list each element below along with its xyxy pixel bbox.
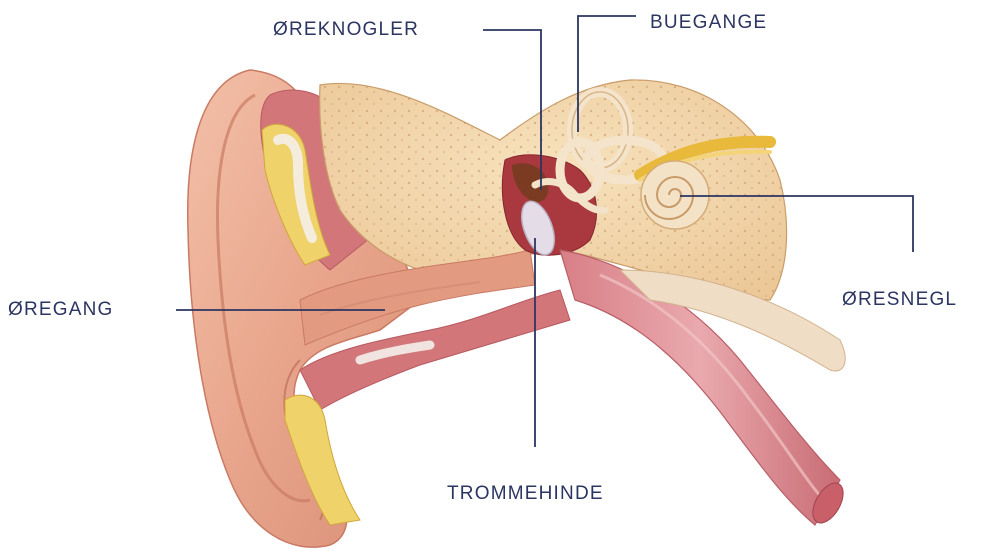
label-cochlea: ØRESNEGL xyxy=(842,289,957,311)
label-semicircular-canals: BUEGANGE xyxy=(650,12,767,34)
cochlea-shape xyxy=(641,161,709,229)
label-ear-canal: ØREGANG xyxy=(8,299,114,321)
label-eardrum: TROMMEHINDE xyxy=(447,483,604,505)
label-ossicles: ØREKNOGLER xyxy=(273,19,419,41)
